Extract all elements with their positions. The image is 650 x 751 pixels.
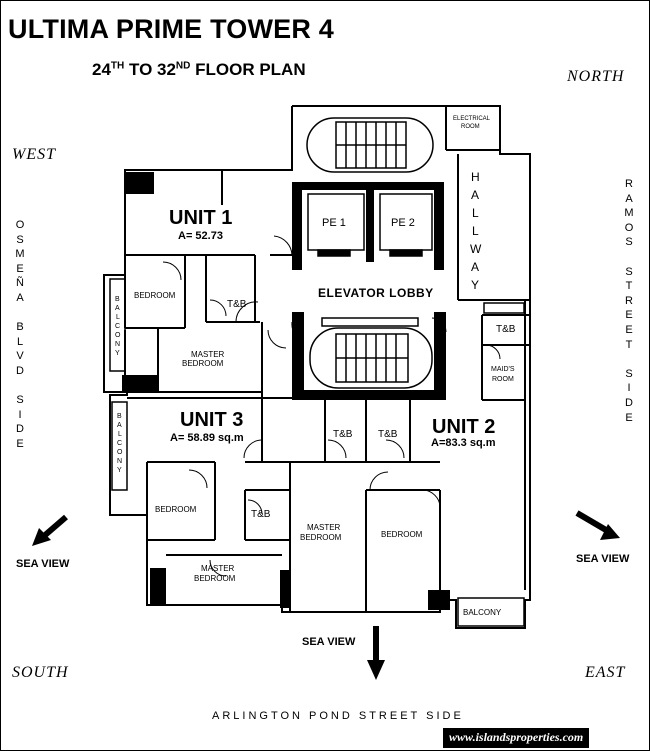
compass-east: EAST	[585, 664, 626, 681]
staircase-south	[309, 317, 433, 389]
unit3-name: UNIT 3	[180, 409, 243, 431]
unit2-tb-label: T&B	[496, 324, 516, 335]
balconies	[109, 278, 525, 627]
unit2-area: A=83.3 sq.m	[431, 437, 496, 449]
hallway-letter: L	[472, 224, 479, 238]
hallway-letter: W	[470, 242, 482, 256]
unit1-master-bedroom-line2: BEDROOM	[182, 359, 224, 368]
svg-text:N: N	[115, 341, 120, 348]
sea-view-east-label: SEA VIEW	[576, 553, 630, 565]
tb-left-label: T&B	[333, 429, 353, 440]
svg-text:O: O	[117, 449, 123, 456]
sea-view-south-label: SEA VIEW	[302, 636, 356, 648]
door-swings	[162, 235, 501, 577]
unit1-name: UNIT 1	[169, 207, 232, 229]
elevator-lobby-label: ELEVATOR LOBBY	[318, 286, 434, 300]
svg-text:B: B	[115, 296, 120, 303]
compass-north: NORTH	[567, 68, 625, 85]
hallway-letter: A	[471, 260, 479, 274]
svg-text:Y: Y	[115, 350, 120, 357]
unit3-balcony-label: B A L C O N Y	[117, 413, 123, 474]
svg-text:L: L	[118, 431, 122, 438]
arrow-southeast-icon	[575, 510, 620, 540]
unit3-master-bedroom-line1: MASTER	[201, 564, 235, 573]
unit2-master-bedroom-line1: MASTER	[307, 523, 341, 532]
hallway-letter: Y	[471, 278, 479, 292]
plan-labels: UNIT 1 A= 52.73 UNIT 3 A= 58.89 sq.m UNI…	[115, 116, 516, 617]
svg-text:C: C	[117, 440, 122, 447]
arlington-pond-street-label: ARLINGTON POND STREET SIDE	[212, 710, 464, 722]
maids-room-label-line2: ROOM	[492, 376, 514, 383]
svg-text:C: C	[115, 323, 120, 330]
unit1-balcony-label: B A L C O N Y	[115, 296, 121, 357]
hallway-letter: H	[471, 170, 480, 184]
unit1-tb-label: T&B	[227, 299, 247, 310]
electrical-room-label-line2: ROOM	[461, 124, 480, 130]
elevator-shafts	[307, 193, 433, 257]
unit2-master-bedroom-line2: BEDROOM	[300, 533, 342, 542]
page-title: ULTIMA PRIME TOWER 4	[8, 14, 334, 44]
tb-right-label: T&B	[378, 429, 398, 440]
sea-view-west-label: SEA VIEW	[16, 558, 70, 570]
unit1-master-bedroom-line1: MASTER	[191, 350, 225, 359]
unit3-bedroom-label: BEDROOM	[155, 505, 197, 514]
arrow-south-icon	[367, 626, 385, 680]
unit3-area: A= 58.89 sq.m	[170, 432, 244, 444]
unit1-area: A= 52.73	[178, 230, 223, 242]
svg-text:A: A	[117, 422, 122, 429]
structural-walls	[122, 172, 450, 610]
svg-text:N: N	[117, 458, 122, 465]
hallway-letter: L	[472, 206, 479, 220]
unit2-name: UNIT 2	[432, 416, 495, 438]
unit2-balcony-label: BALCONY	[463, 608, 502, 617]
unit1-bedroom-label: BEDROOM	[134, 291, 176, 300]
website-watermark: www.islandsproperties.com	[443, 728, 590, 748]
unit3-master-bedroom-line2: BEDROOM	[194, 574, 236, 583]
pe1-label: PE 1	[322, 217, 346, 229]
staircase-north	[306, 117, 434, 173]
svg-text:B: B	[117, 413, 122, 420]
unit3-tb-label: T&B	[251, 509, 271, 520]
compass-west: WEST	[12, 146, 56, 163]
maids-room-label-line1: MAID'S	[491, 366, 515, 373]
unit2-bedroom-label: BEDROOM	[381, 530, 423, 539]
interior-walls	[124, 106, 530, 612]
svg-text:L: L	[116, 314, 120, 321]
svg-text:A: A	[115, 305, 120, 312]
pe2-label: PE 2	[391, 217, 415, 229]
hallway-letter: A	[471, 188, 479, 202]
svg-text:O: O	[115, 332, 121, 339]
svg-text:Y: Y	[117, 467, 122, 474]
arrow-southwest-icon	[32, 514, 68, 546]
compass-south: SOUTH	[12, 664, 69, 681]
floor-plan-subtitle: 24TH TO 32ND FLOOR PLAN	[92, 60, 306, 79]
electrical-room-label-line1: ELECTRICAL	[453, 116, 491, 122]
